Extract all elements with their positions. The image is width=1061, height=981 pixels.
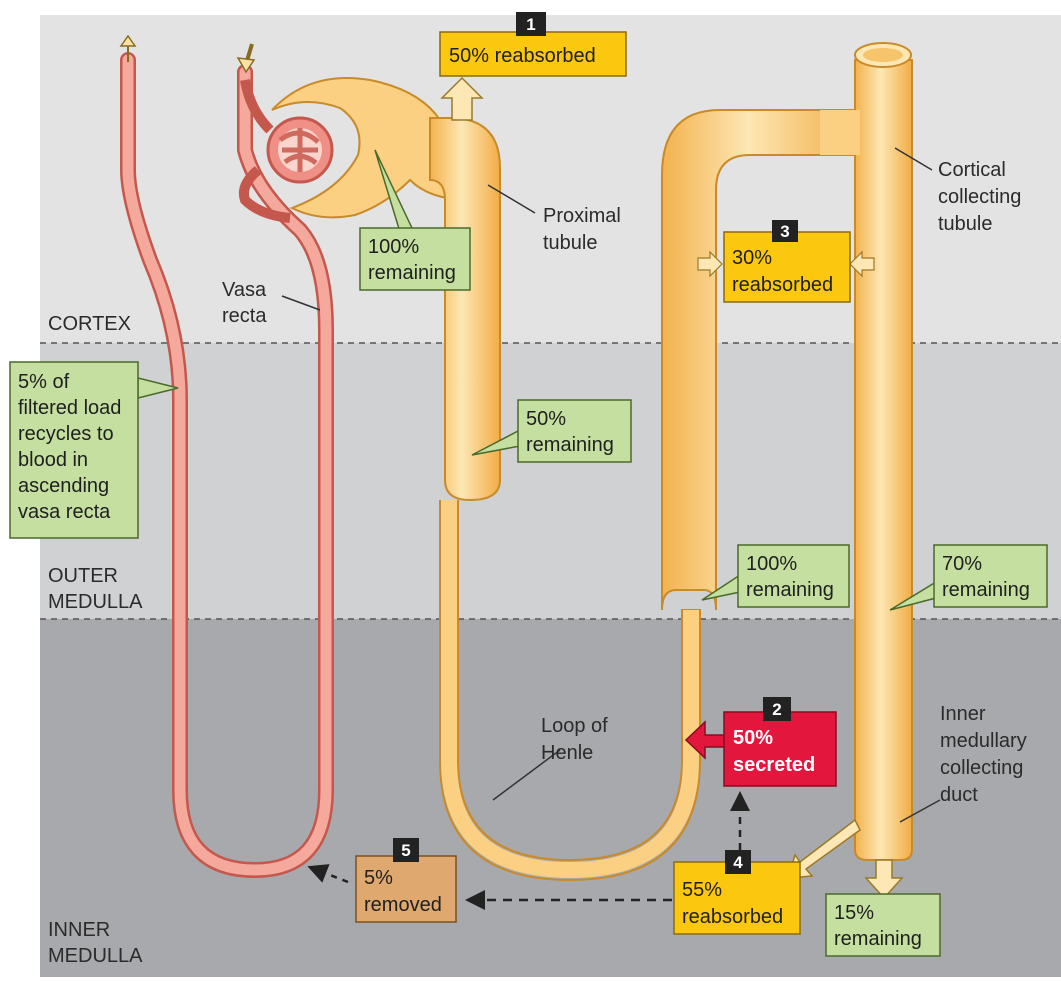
step-3-box: 3 30% reabsorbed [697, 220, 875, 303]
step-1-number: 1 [526, 15, 535, 34]
nephron-tubule [271, 42, 913, 882]
step-2-box: 2 50% secreted [684, 697, 837, 787]
step-1-text: 50% reabsorbed [449, 45, 596, 67]
vasa-recta [120, 52, 334, 879]
step-4-box: 4 55% reabsorbed [673, 818, 861, 935]
step-5-box: 5 5% removed [355, 838, 457, 923]
proximal-tubule-leader [487, 184, 536, 214]
remaining-text: 100% remaining [746, 553, 834, 601]
inner-medulla-label: INNER MEDULLA [48, 919, 143, 967]
cortex-label: CORTEX [48, 313, 131, 335]
step-5-number: 5 [401, 841, 410, 860]
proximal-tubule-label: Proximal tubule [543, 205, 626, 254]
step-3-number: 3 [780, 222, 789, 241]
remaining-box-50: 50% remaining [471, 399, 632, 463]
step-4-text: 55% reabsorbed [682, 879, 783, 928]
arrow-down-icon [236, 43, 256, 74]
step-5-text: 5% removed [364, 867, 442, 916]
remaining-text: 15% remaining [834, 902, 922, 950]
cortical-collecting-leader [894, 147, 933, 171]
step-2-number: 2 [772, 700, 781, 719]
recycle-note-box: 5% of filtered load recycles to blood in… [9, 361, 179, 539]
loop-of-henle-leader [492, 749, 561, 801]
remaining-box-100-loop: 100% remaining [701, 544, 850, 608]
vasa-recta-leader [281, 295, 321, 311]
inner-collecting-leader [899, 799, 941, 823]
remaining-box-70: 70% remaining [889, 544, 1048, 611]
remaining-text: 70% remaining [942, 553, 1030, 601]
step-3-text: 30% reabsorbed [732, 247, 833, 296]
outer-medulla-label: OUTER MEDULLA [48, 565, 143, 613]
vasa-recta-label: Vasa recta [222, 279, 272, 327]
inner-collecting-label: Inner medullary collecting duct [940, 703, 1032, 806]
cortical-collecting-label: Cortical collecting tubule [938, 159, 1027, 235]
recycle-note-text: 5% of filtered load recycles to blood in… [18, 371, 127, 523]
loop-of-henle-label: Loop of Henle [541, 715, 613, 764]
remaining-box-100-glomerulus: 100% remaining [359, 149, 471, 291]
step-4-number: 4 [733, 853, 743, 872]
remaining-box-15: 15% remaining [825, 859, 941, 957]
arrow-up-icon [119, 34, 137, 62]
remaining-text: 100% remaining [368, 236, 456, 284]
step-1-box: 1 50% reabsorbed [439, 12, 627, 121]
remaining-text: 50% remaining [526, 408, 614, 456]
step-2-text: 50% secreted [733, 727, 815, 776]
